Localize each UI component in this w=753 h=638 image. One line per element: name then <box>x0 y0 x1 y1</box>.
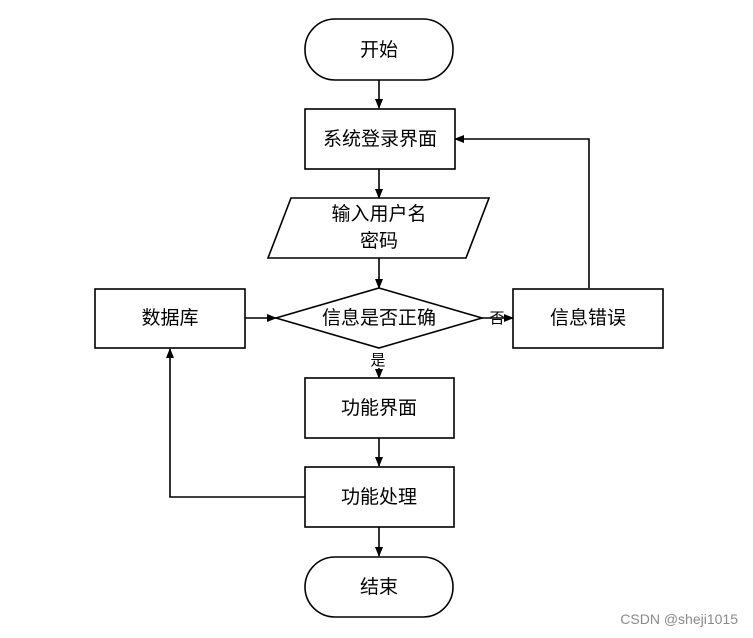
function-ui-box <box>304 377 455 439</box>
yes-edge-label: 是 <box>370 351 385 369</box>
end-terminal <box>304 556 454 618</box>
process-box <box>304 466 455 528</box>
database-box <box>94 288 246 349</box>
input-parallelogram <box>266 197 491 259</box>
error-box <box>512 288 664 349</box>
no-edge-label: 否 <box>489 309 504 327</box>
error-label: 信息错误 <box>550 307 626 329</box>
login-label: 系统登录界面 <box>323 128 437 150</box>
database-label: 数据库 <box>141 307 198 329</box>
edge-process-to-database <box>166 348 305 498</box>
input-label-line1: 输入用户名 <box>331 203 426 225</box>
end-label: 结束 <box>360 576 398 598</box>
decision-label: 信息是否正确 <box>322 307 436 329</box>
login-box <box>304 108 456 170</box>
edge-error-to-login <box>454 135 590 288</box>
process-label: 功能处理 <box>341 486 417 508</box>
watermark-text: CSDN @sheji1015 <box>620 611 738 627</box>
start-label: 开始 <box>360 39 398 61</box>
connectors <box>166 80 590 557</box>
input-label-line2: 密码 <box>360 230 398 252</box>
function-ui-label: 功能界面 <box>341 397 417 419</box>
decision-diamond <box>273 287 485 349</box>
start-terminal <box>304 18 454 81</box>
